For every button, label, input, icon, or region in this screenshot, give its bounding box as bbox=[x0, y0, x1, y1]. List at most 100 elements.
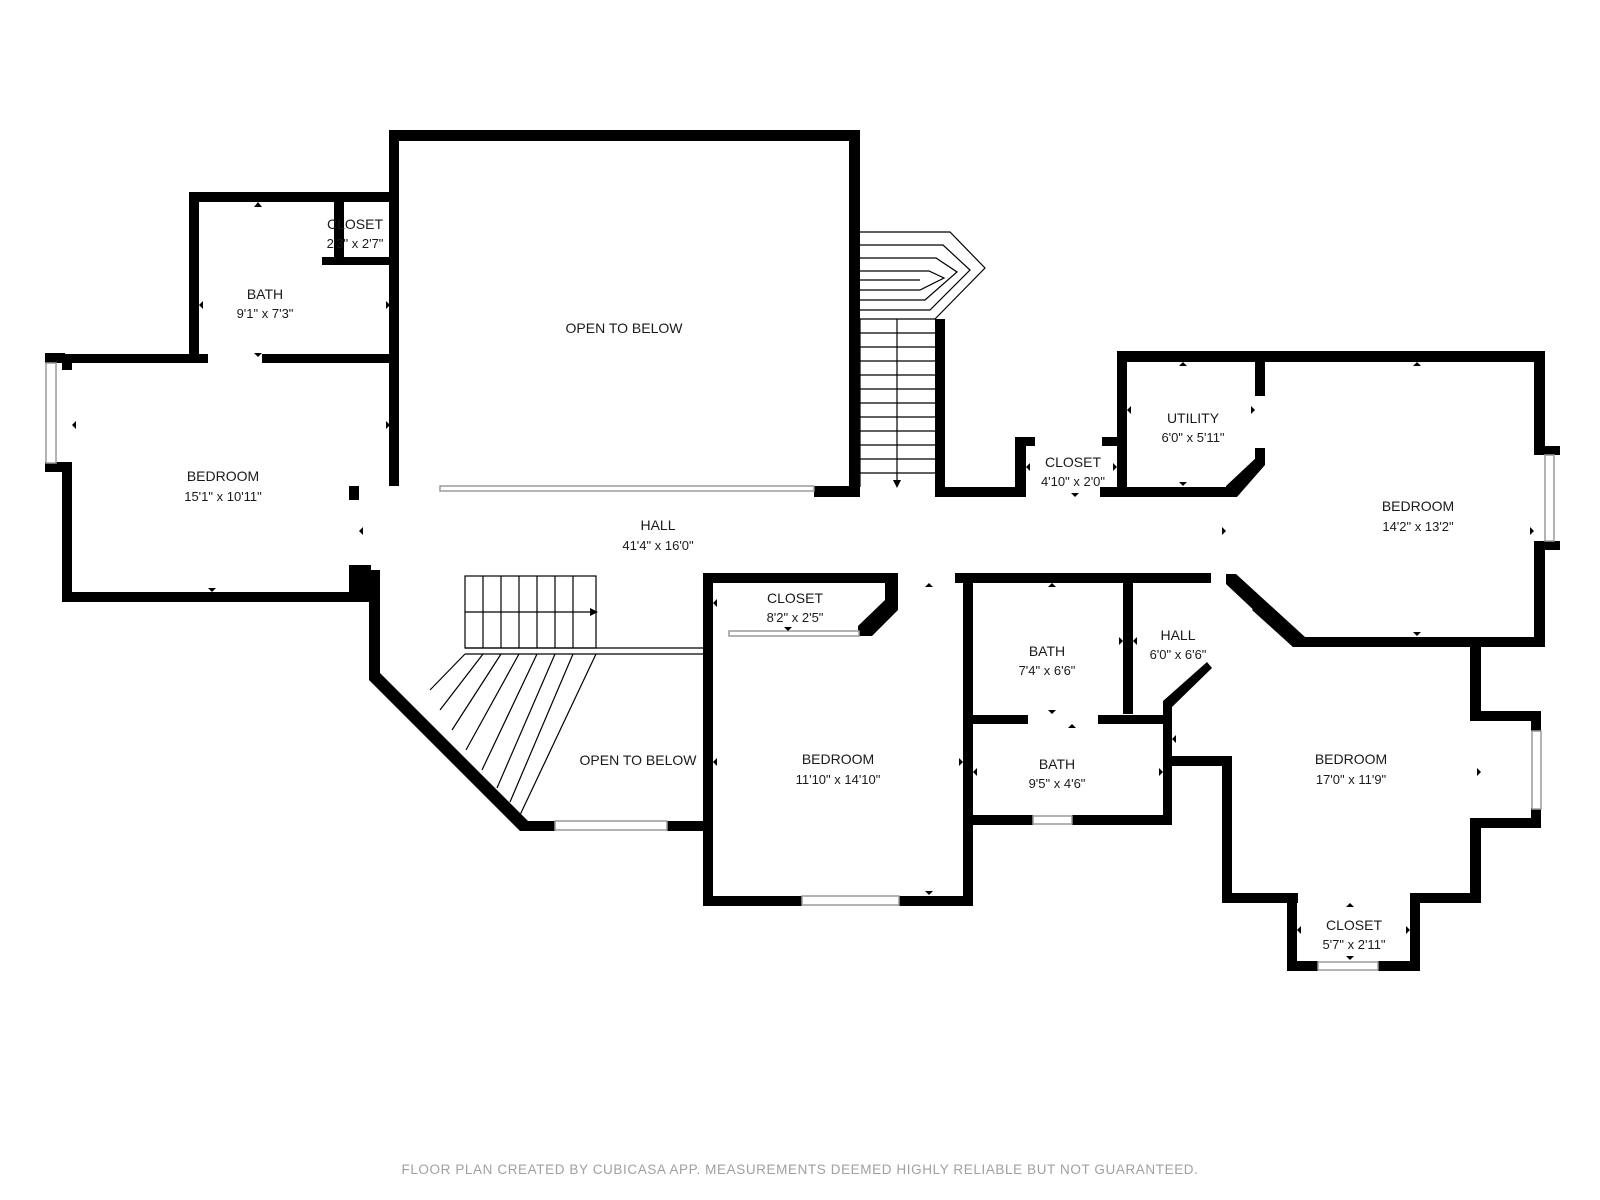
wall bbox=[858, 583, 898, 636]
room-name-bath-s1: BATH bbox=[1029, 643, 1065, 659]
wall bbox=[935, 319, 945, 497]
wall bbox=[1226, 456, 1265, 497]
wall bbox=[703, 896, 802, 906]
wall bbox=[1015, 437, 1035, 446]
wall bbox=[62, 462, 72, 602]
room-name-open-to-below-s: OPEN TO BELOW bbox=[580, 752, 698, 768]
room-name-open-to-below-n: OPEN TO BELOW bbox=[566, 320, 684, 336]
wall bbox=[1534, 446, 1560, 455]
room-name-bedroom-s: BEDROOM bbox=[802, 751, 874, 767]
room-name-closet-nw: CLOSET bbox=[327, 216, 383, 232]
room-dim-bedroom-e: 14'2" x 13'2" bbox=[1382, 519, 1454, 534]
wall bbox=[1534, 541, 1545, 647]
room-dim-closet-mid: 4'10" x 2'0" bbox=[1041, 474, 1105, 489]
wall bbox=[349, 486, 359, 500]
wall bbox=[1299, 637, 1545, 647]
room-labels: CLOSET 2'3" x 2'7" BATH 9'1" x 7'3" OPEN… bbox=[184, 216, 1454, 952]
room-dim-bedroom-s: 11'10" x 14'10" bbox=[796, 772, 881, 787]
wall bbox=[389, 130, 399, 486]
stair-arrow-icon bbox=[893, 480, 901, 488]
wall bbox=[1100, 487, 1233, 497]
wall bbox=[1222, 893, 1298, 903]
window bbox=[1531, 730, 1542, 810]
wall bbox=[1072, 815, 1172, 825]
wall bbox=[62, 354, 72, 370]
wall bbox=[189, 192, 389, 202]
stair-arrow-icon bbox=[590, 608, 598, 616]
wall bbox=[849, 130, 860, 497]
wall bbox=[45, 353, 65, 363]
window bbox=[1317, 961, 1379, 971]
wall bbox=[262, 354, 389, 363]
wall bbox=[390, 130, 860, 141]
room-dim-utility: 6'0" x 5'11" bbox=[1161, 430, 1224, 445]
room-dim-closet-nw: 2'3" x 2'7" bbox=[327, 236, 384, 251]
wall bbox=[1123, 573, 1133, 714]
room-name-bedroom-w: BEDROOM bbox=[187, 468, 259, 484]
room-dim-hall-small: 6'0" x 6'6" bbox=[1150, 647, 1207, 662]
wall bbox=[334, 192, 344, 265]
wall bbox=[520, 821, 555, 831]
wall bbox=[1163, 662, 1212, 714]
window bbox=[728, 630, 860, 637]
wall bbox=[1255, 448, 1265, 465]
wall bbox=[1287, 893, 1297, 971]
wall bbox=[369, 570, 528, 831]
window bbox=[45, 362, 57, 464]
room-name-bath-s2: BATH bbox=[1039, 756, 1075, 772]
wall bbox=[1470, 711, 1541, 721]
room-name-closet-s: CLOSET bbox=[767, 590, 823, 606]
footer-disclaimer: FLOOR PLAN CREATED BY CUBICASA APP. MEAS… bbox=[401, 1162, 1199, 1177]
opening-markers bbox=[72, 202, 1534, 960]
room-dim-bedroom-se: 17'0" x 11'9" bbox=[1316, 772, 1387, 787]
room-name-bath-nw: BATH bbox=[247, 286, 283, 302]
wall bbox=[1222, 756, 1232, 903]
wall bbox=[45, 462, 72, 472]
room-dim-closet-s: 8'2" x 2'5" bbox=[767, 610, 824, 625]
wall bbox=[963, 815, 1033, 825]
wall bbox=[1163, 756, 1232, 766]
wall bbox=[1287, 961, 1318, 971]
room-dim-bath-s1: 7'4" x 6'6" bbox=[1019, 663, 1076, 678]
wall bbox=[963, 715, 1028, 724]
wall bbox=[1098, 715, 1170, 724]
wall bbox=[322, 257, 389, 265]
wall bbox=[1252, 602, 1301, 647]
wall bbox=[349, 565, 371, 602]
staircase-south bbox=[429, 575, 703, 816]
room-dim-hall-main: 41'4" x 16'0" bbox=[622, 538, 694, 553]
wall bbox=[1470, 818, 1541, 828]
wall bbox=[189, 192, 199, 360]
wall bbox=[1117, 351, 1127, 497]
window bbox=[439, 485, 815, 492]
wall bbox=[1102, 437, 1127, 446]
wall bbox=[1470, 818, 1481, 903]
wall bbox=[1470, 647, 1481, 721]
room-name-closet-mid: CLOSET bbox=[1045, 454, 1101, 470]
wall bbox=[62, 592, 371, 602]
wall bbox=[62, 354, 208, 363]
room-dim-bath-s2: 9'5" x 4'6" bbox=[1029, 776, 1086, 791]
wall bbox=[1410, 893, 1481, 903]
wall bbox=[703, 573, 898, 583]
windows bbox=[45, 362, 1555, 971]
window bbox=[801, 895, 900, 906]
window bbox=[1544, 454, 1555, 542]
wall bbox=[1117, 351, 1545, 362]
staircase-north bbox=[859, 231, 986, 488]
room-name-hall-main: HALL bbox=[640, 517, 675, 533]
room-name-bedroom-e: BEDROOM bbox=[1382, 498, 1454, 514]
wall bbox=[963, 573, 973, 906]
wall bbox=[1378, 961, 1420, 971]
room-name-utility: UTILITY bbox=[1167, 410, 1220, 426]
wall bbox=[935, 487, 1026, 497]
wall bbox=[1531, 711, 1541, 731]
room-name-hall-small: HALL bbox=[1160, 627, 1195, 643]
room-dim-bedroom-w: 15'1" x 10'11" bbox=[184, 489, 262, 504]
wall bbox=[899, 896, 973, 906]
room-dim-bath-nw: 9'1" x 7'3" bbox=[237, 306, 294, 321]
wall bbox=[667, 821, 707, 831]
wall bbox=[1255, 360, 1265, 396]
wall bbox=[1015, 437, 1026, 497]
